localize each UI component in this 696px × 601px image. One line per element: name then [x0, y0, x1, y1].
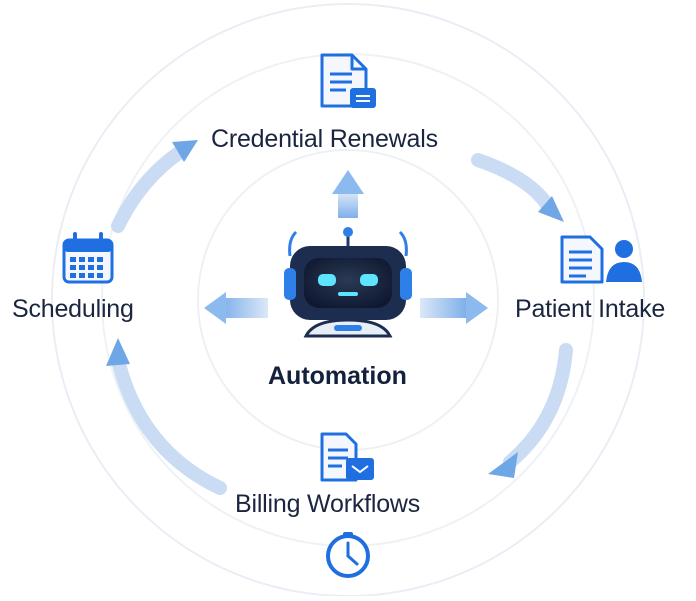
node-label-patient-intake: Patient Intake	[515, 295, 666, 323]
center-label-automation: Automation	[268, 362, 407, 390]
arrow-top-left	[111, 145, 187, 233]
center-arrows	[204, 170, 488, 324]
robot-icon	[284, 227, 412, 338]
node-label-credential-renewals: Credential Renewals	[211, 125, 438, 153]
arrow-right-shaft	[420, 298, 466, 318]
arrow-bottom-right	[503, 343, 573, 469]
arrow-up-head	[332, 170, 364, 194]
arrow-head-top-left	[172, 140, 198, 162]
arrow-up-shaft	[338, 192, 358, 218]
arrow-head-bottom-left	[106, 338, 130, 366]
cycle-arrows	[106, 140, 573, 495]
document-user-icon	[560, 235, 642, 284]
folder-document-icon	[320, 432, 374, 482]
node-label-billing-workflows: Billing Workflows	[235, 490, 421, 518]
arrow-left-head	[204, 292, 226, 324]
arrow-right-head	[466, 292, 488, 324]
arrow-head-bottom-right	[488, 452, 518, 478]
document-icon	[320, 53, 376, 108]
clock-icon	[326, 532, 370, 578]
calendar-icon	[62, 232, 114, 284]
arrow-head-top-right	[538, 196, 564, 222]
arrow-left-shaft	[222, 298, 268, 318]
node-label-scheduling: Scheduling	[12, 295, 134, 323]
arrow-bottom-left	[111, 353, 227, 495]
arrow-top-right	[471, 153, 555, 213]
